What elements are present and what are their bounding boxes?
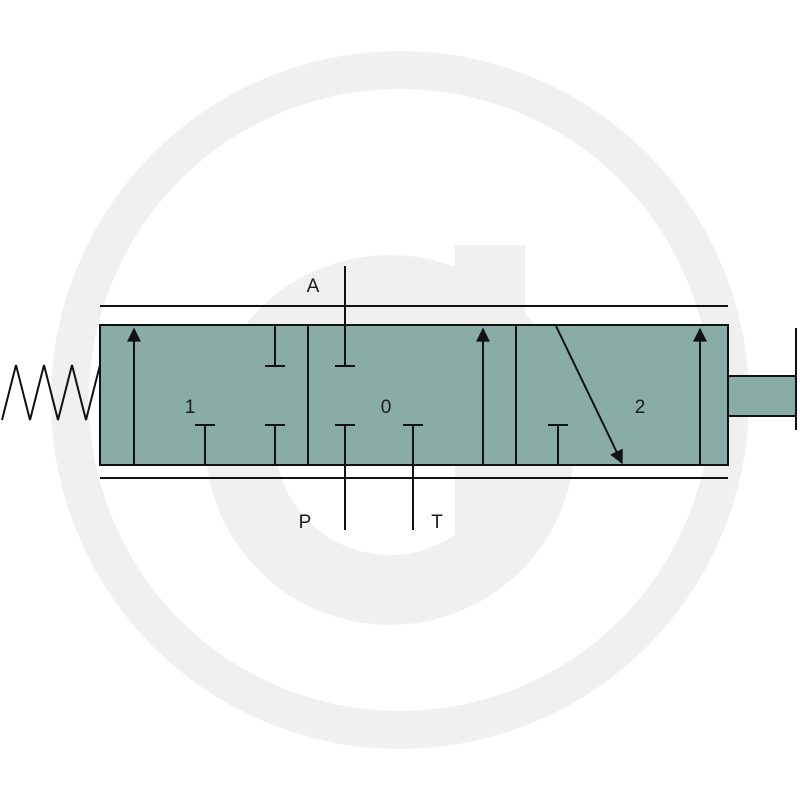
port-t-label: T xyxy=(431,512,443,533)
right-diagonal-arrow xyxy=(555,325,623,465)
position-2-label: 2 xyxy=(635,397,646,418)
position-1-label: 1 xyxy=(185,397,196,418)
position-0-label: 0 xyxy=(381,397,392,418)
port-a-label: A xyxy=(307,276,320,297)
port-p-label: P xyxy=(299,512,312,533)
spring-icon xyxy=(1,364,101,421)
plunger-actuator-icon xyxy=(727,328,797,430)
